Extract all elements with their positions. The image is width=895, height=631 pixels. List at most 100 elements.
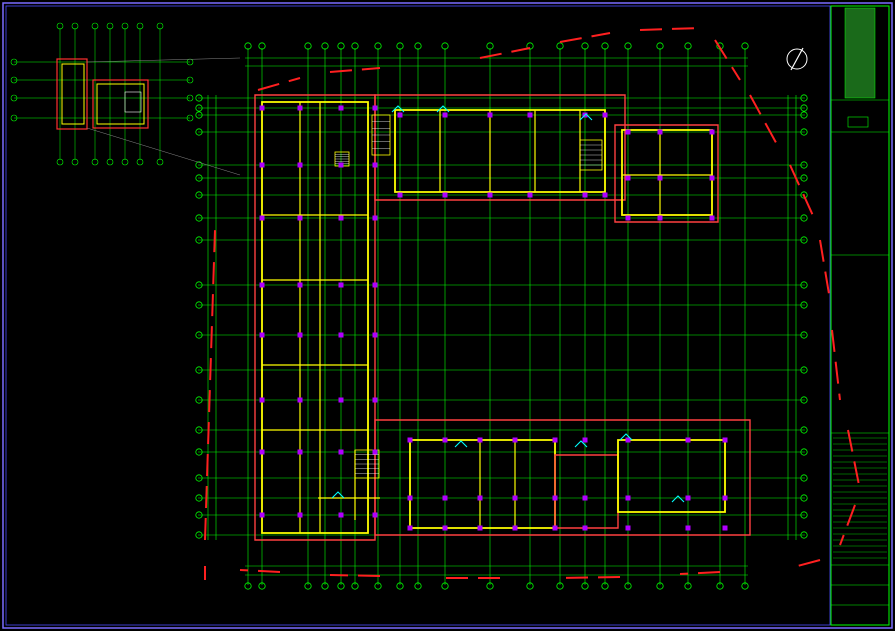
door-swing-icon — [391, 105, 405, 113]
column-marker — [259, 105, 265, 111]
axis-bubble-top — [244, 582, 252, 590]
axis-bubble-top — [396, 42, 404, 50]
axis-bubble-top — [601, 42, 609, 50]
column-marker — [259, 397, 265, 403]
door-symbols — [331, 105, 685, 503]
column-marker — [259, 215, 265, 221]
axis-bubble-side — [800, 128, 808, 136]
axis-bubble-top — [258, 42, 266, 50]
axis-bubble-top — [526, 582, 534, 590]
axis-bubble-side — [800, 104, 808, 112]
column-marker — [709, 215, 715, 221]
column-marker — [625, 175, 631, 181]
door-swing-icon — [454, 440, 468, 448]
axis-bubble-side — [195, 214, 203, 222]
column-marker — [338, 162, 344, 168]
building-wall — [554, 454, 619, 529]
column-marker — [407, 525, 413, 531]
axis-bubble-side — [800, 366, 808, 374]
door-swing-icon — [671, 495, 685, 503]
axis-bubble-top — [581, 42, 589, 50]
column-marker — [602, 192, 608, 198]
column-marker — [625, 129, 631, 135]
column-marker — [487, 112, 493, 118]
axis-bubble-side — [195, 236, 203, 244]
column-marker — [625, 525, 631, 531]
axis-bubble-side — [195, 494, 203, 502]
axis-bubble-side — [800, 214, 808, 222]
axis-bubble-top — [374, 42, 382, 50]
axis-bubble-side — [800, 448, 808, 456]
key-plan — [10, 22, 241, 176]
structural-columns — [259, 105, 728, 531]
key-axis-bubble — [186, 114, 194, 122]
column-marker — [582, 437, 588, 443]
column-marker — [722, 525, 728, 531]
door-swing-icon — [574, 440, 588, 448]
column-marker — [442, 112, 448, 118]
column-marker — [709, 129, 715, 135]
key-axis-bubble — [10, 58, 18, 66]
axis-bubble-top — [304, 42, 312, 50]
key-axis-bubble — [91, 158, 99, 166]
axis-bubble-side — [195, 396, 203, 404]
axis-bubble-top — [396, 582, 404, 590]
column-marker — [259, 512, 265, 518]
key-axis-bubble — [71, 158, 79, 166]
key-axis-bubble — [106, 22, 114, 30]
column-marker — [297, 162, 303, 168]
axis-bubble-side — [195, 301, 203, 309]
axis-bubble-top — [374, 582, 382, 590]
column-marker — [527, 112, 533, 118]
column-marker — [259, 449, 265, 455]
stair-icon — [579, 139, 603, 171]
door-leaf — [574, 440, 588, 448]
axis-bubble-side — [195, 174, 203, 182]
axis-bubble-side — [195, 111, 203, 119]
axis-bubble-side — [195, 474, 203, 482]
column-marker — [582, 192, 588, 198]
axis-bubble-side — [195, 191, 203, 199]
axis-bubble-side — [800, 511, 808, 519]
axis-bubble-side — [195, 366, 203, 374]
axis-bubble-side — [195, 94, 203, 102]
column-marker — [297, 105, 303, 111]
axis-bubble-side — [195, 448, 203, 456]
axis-bubble-top — [304, 582, 312, 590]
column-marker — [442, 525, 448, 531]
axis-bubble-side — [800, 94, 808, 102]
key-axis-bubble — [106, 158, 114, 166]
key-axis-bubble — [186, 94, 194, 102]
column-marker — [685, 437, 691, 443]
key-axis-bubble — [71, 22, 79, 30]
axis-bubble-side — [800, 161, 808, 169]
column-marker — [552, 437, 558, 443]
axis-bubble-top — [556, 582, 564, 590]
column-marker — [477, 495, 483, 501]
column-marker — [259, 332, 265, 338]
column-marker — [397, 112, 403, 118]
axis-bubble-top — [258, 582, 266, 590]
column-marker — [657, 175, 663, 181]
axis-bubble-side — [195, 161, 203, 169]
column-marker — [625, 495, 631, 501]
axis-bubble-top — [486, 42, 494, 50]
door-leaf — [391, 105, 405, 113]
axis-bubble-side — [195, 531, 203, 539]
column-marker — [442, 437, 448, 443]
axis-bubble-side — [195, 104, 203, 112]
axis-bubble-top — [321, 42, 329, 50]
column-marker — [372, 512, 378, 518]
column-marker — [722, 437, 728, 443]
column-marker — [512, 525, 518, 531]
column-marker — [338, 397, 344, 403]
key-axis-bubble — [121, 22, 129, 30]
column-marker — [407, 495, 413, 501]
axis-bubble-top — [741, 42, 749, 50]
axis-bubble-top — [656, 582, 664, 590]
door-leaf — [331, 491, 345, 499]
axis-bubble-top — [244, 42, 252, 50]
north-arrow-icon — [786, 47, 808, 71]
key-axis-bubble — [56, 158, 64, 166]
